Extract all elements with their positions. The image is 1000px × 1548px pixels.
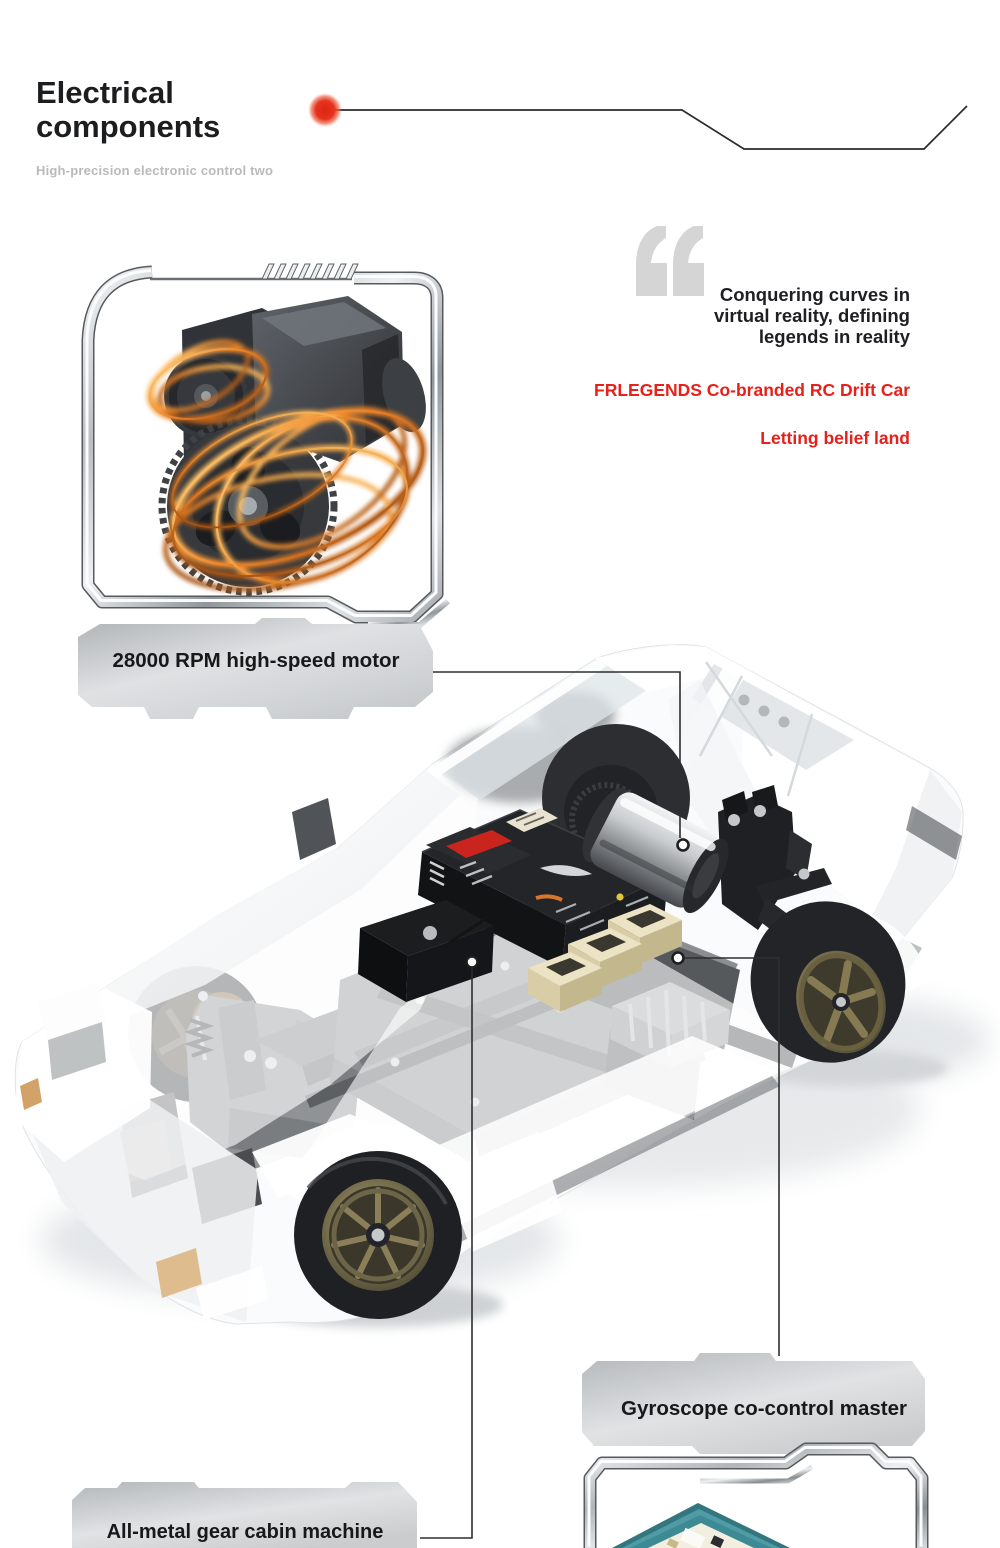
roof-panel xyxy=(595,645,745,692)
page-title: Electrical components xyxy=(36,76,220,144)
quote-brand-line: FRLEGENDS Co-branded RC Drift Car xyxy=(594,380,910,400)
windshield xyxy=(432,660,650,800)
front-suspension xyxy=(183,991,400,1170)
quote-text: Conquering curves in virtual reality, de… xyxy=(714,284,910,347)
car-silhouette xyxy=(14,644,964,1325)
battery-box xyxy=(610,982,730,1068)
gyro-chrome-frame xyxy=(583,1442,929,1548)
drive-motor xyxy=(582,787,729,914)
rear-left-wheel-spur xyxy=(542,724,690,872)
page-title-line2: components xyxy=(36,109,221,144)
headlight-pod xyxy=(38,983,106,1042)
under-sill-shadow xyxy=(424,1076,780,1254)
servo-box xyxy=(358,900,494,1002)
motor-callout-dot xyxy=(676,838,690,852)
rear-suspension-bracket xyxy=(718,785,832,958)
hood-panel xyxy=(104,770,460,1020)
page-title-line1: Electrical xyxy=(36,75,174,110)
servo-callout-dot xyxy=(465,955,479,969)
front-lip xyxy=(196,1266,268,1320)
side-sill xyxy=(330,1036,778,1250)
rear-valance-shadow xyxy=(862,938,922,1012)
side-mirror xyxy=(292,798,336,860)
quote-line-3: legends in reality xyxy=(758,326,910,347)
car-body-shell xyxy=(14,645,962,1322)
esc-box xyxy=(418,808,669,968)
rear-deck xyxy=(668,680,790,880)
gyro-callout-dot xyxy=(671,951,685,965)
trunk-face xyxy=(872,770,962,964)
front-lower-bumper xyxy=(30,1100,258,1322)
copper-coils xyxy=(146,339,427,592)
gyro-pcb xyxy=(612,1503,790,1548)
hood-cover xyxy=(14,764,478,1180)
quote-line-2: virtual reality, defining xyxy=(713,305,910,326)
gyro-banner-label: Gyroscope co-control master xyxy=(621,1397,907,1420)
front-fender-flare xyxy=(252,1114,468,1214)
ground-shadow xyxy=(40,998,990,1327)
side-indicator xyxy=(156,1248,202,1298)
front-body-mount xyxy=(120,1092,188,1198)
front-bumper xyxy=(14,988,152,1162)
front-brace xyxy=(192,1148,262,1224)
chassis-internals xyxy=(120,691,798,1224)
rear-deck-holes xyxy=(738,694,790,728)
frame-hatch-stripes xyxy=(261,263,359,280)
battery-connectors xyxy=(528,904,682,1012)
motor-banner-label: 28000 RPM high-speed motor xyxy=(112,649,400,672)
rear-driveline xyxy=(560,902,740,1050)
wheel-spokes xyxy=(331,1187,425,1279)
front-right-wheel xyxy=(128,966,264,1102)
servo-wire xyxy=(442,901,502,950)
b-pillar xyxy=(648,660,748,800)
wheel-spokes xyxy=(807,960,876,1046)
chrome-frame xyxy=(81,263,450,628)
esc-red-sticker xyxy=(446,830,512,858)
fender-flares xyxy=(282,910,930,1220)
front-indicator xyxy=(20,1078,42,1110)
front-door-lower xyxy=(442,1132,562,1252)
esc-decals xyxy=(459,860,649,932)
accent-polyline xyxy=(330,105,968,150)
quote-slogan-line: Letting belief land xyxy=(760,428,910,448)
quote-line-1: Conquering curves in xyxy=(719,284,910,305)
rear-cage-lines xyxy=(698,661,814,797)
body-details xyxy=(14,661,962,1320)
servo-callout-line xyxy=(420,969,473,1539)
page-subtitle: High-precision electronic control two xyxy=(36,163,274,178)
rear-quarter xyxy=(742,668,962,934)
red-dot-icon xyxy=(308,93,342,127)
motor-callout-line xyxy=(433,671,681,838)
steering-brace xyxy=(255,942,558,1066)
esc-jst-plug xyxy=(506,808,558,832)
servo-banner-label: All-metal gear cabin machine xyxy=(106,1521,384,1543)
gyro-callout-line xyxy=(685,957,780,1356)
door-wash xyxy=(295,905,808,1264)
rear-window xyxy=(692,664,854,770)
chassis-deck xyxy=(334,892,738,1136)
headlight-face xyxy=(48,1022,106,1080)
side-stripe xyxy=(906,806,962,860)
front-left-wheel xyxy=(294,1151,462,1319)
motor-illustration xyxy=(146,296,427,596)
a-pillar xyxy=(428,660,607,778)
rear-right-wheel xyxy=(750,901,906,1063)
cockpit-electronics xyxy=(358,724,832,1012)
